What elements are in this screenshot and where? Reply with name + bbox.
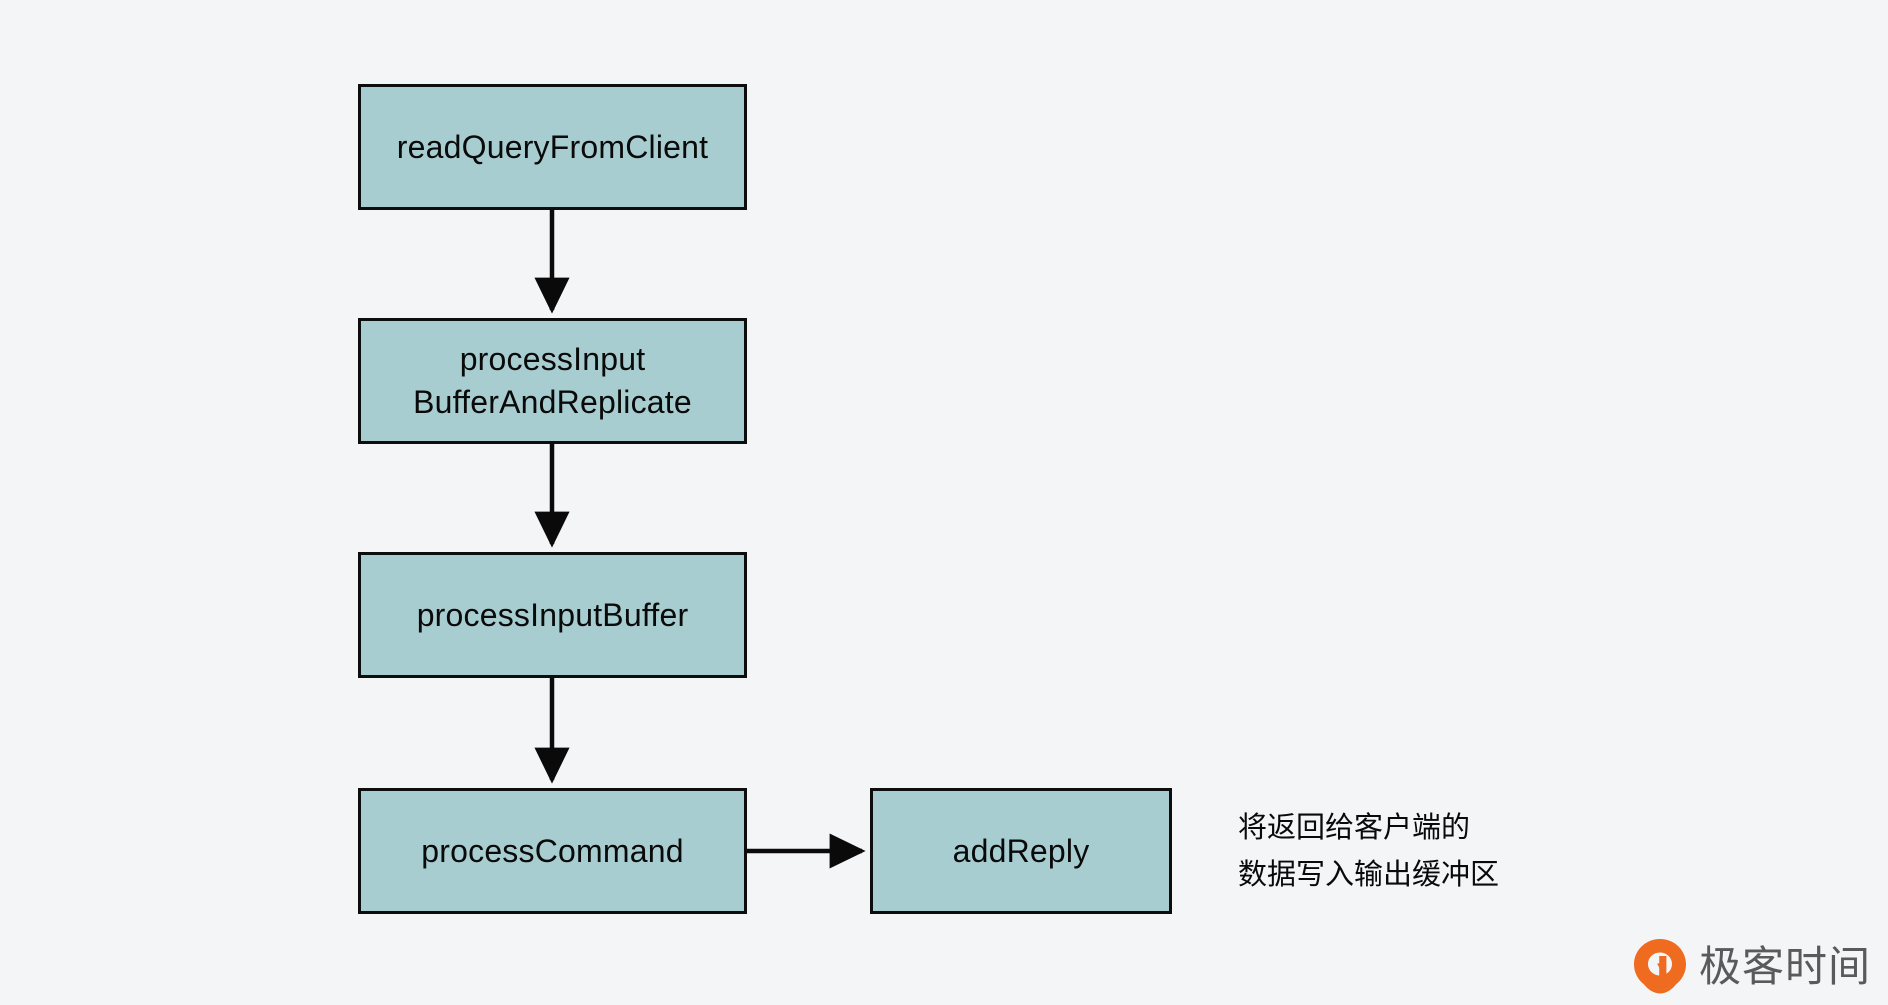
node-read-query-from-client[interactable]: readQueryFromClient <box>358 84 747 210</box>
watermark: 极客时间 <box>1633 938 1871 996</box>
annotation-add-reply-description: 将返回给客户端的 数据写入输出缓冲区 <box>1238 812 1500 891</box>
node-process-input-buffer-and-replicate[interactable]: processInput BufferAndReplicate <box>358 318 747 444</box>
brand-name: 极客时间 <box>1699 942 1872 991</box>
node-add-reply[interactable]: addReply <box>870 788 1172 914</box>
geektime-pin-icon <box>1634 939 1686 994</box>
node-process-input-buffer[interactable]: processInputBuffer <box>358 552 747 678</box>
node-process-command[interactable]: processCommand <box>358 788 747 914</box>
